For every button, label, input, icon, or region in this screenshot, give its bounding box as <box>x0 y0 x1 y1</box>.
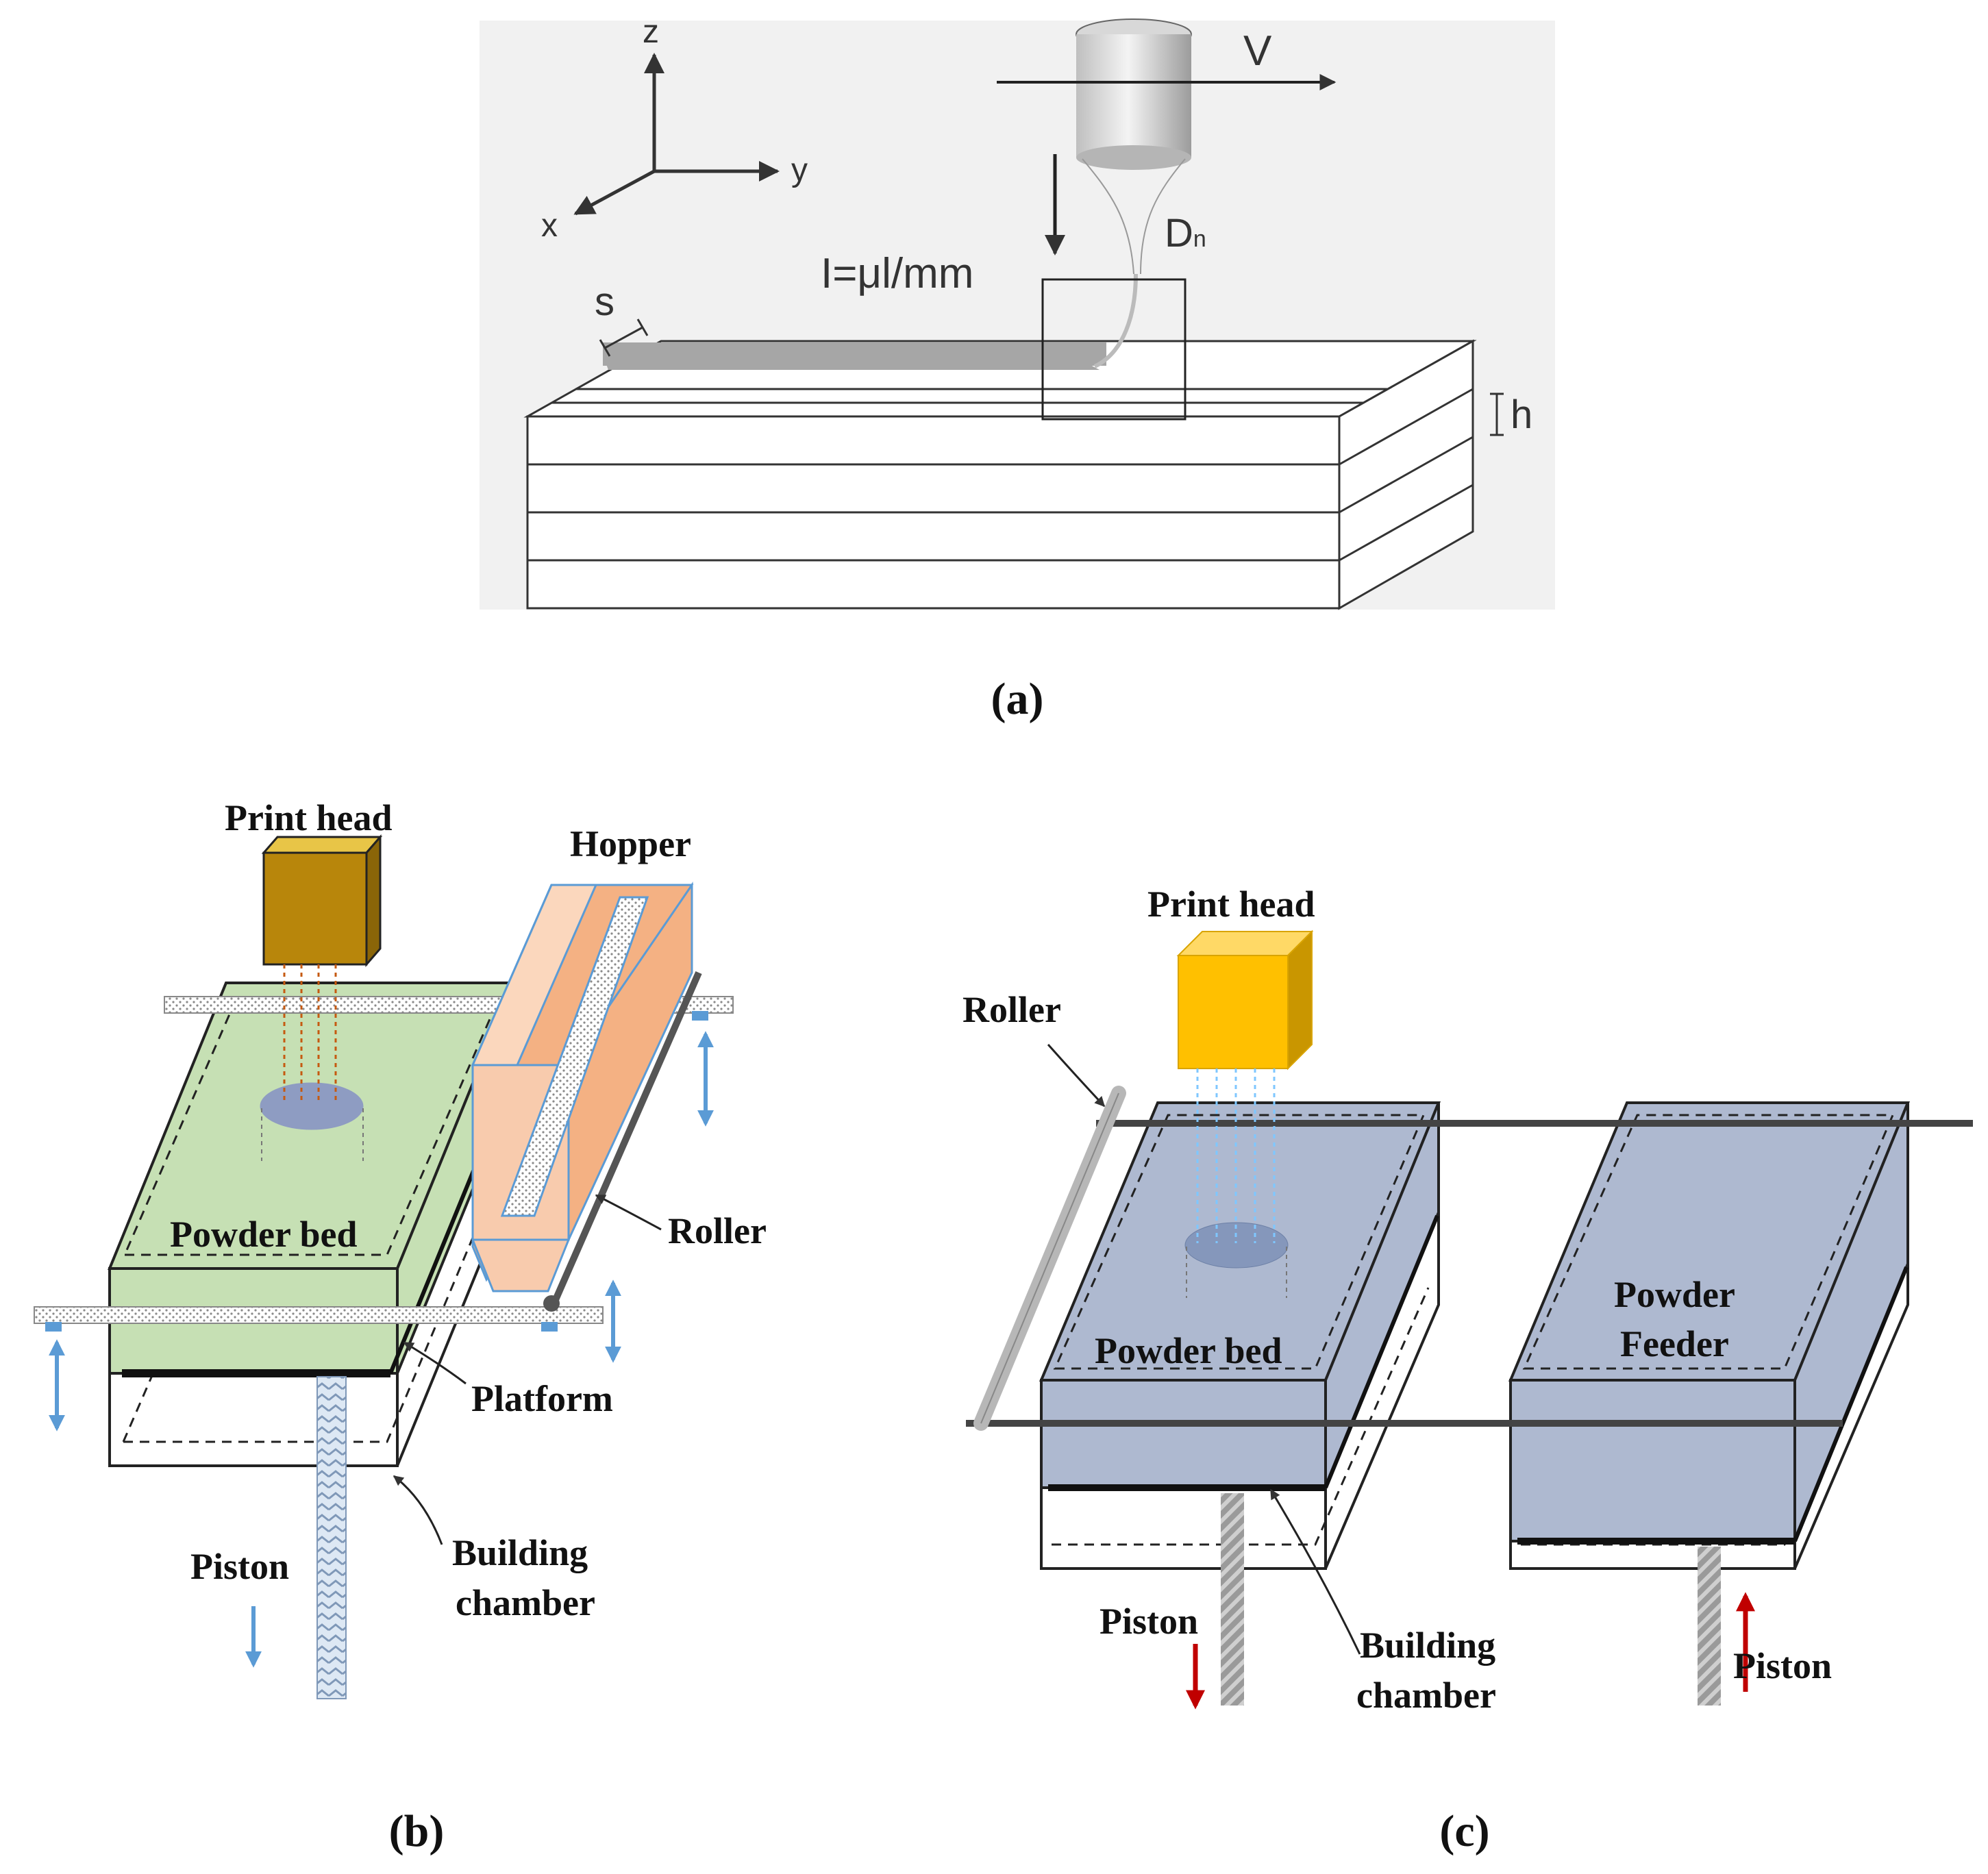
piston-rod-c-left <box>1221 1493 1244 1706</box>
axis-z-label: z <box>643 14 659 50</box>
coordinate-axes <box>573 53 780 216</box>
print-spot-guides <box>261 1108 364 1161</box>
print-head-b <box>261 834 383 968</box>
print-spot-b <box>260 1082 364 1130</box>
velocity-label: V <box>1243 27 1272 75</box>
layer-lines <box>527 388 1474 562</box>
nozzle-diameter-main: D <box>1165 211 1193 255</box>
panel-c-caption: (c) <box>1439 1806 1489 1856</box>
print-spot-guides-c <box>1186 1247 1287 1298</box>
rail-bracket-3 <box>692 1011 708 1021</box>
pointer-lines-b <box>393 1194 662 1545</box>
axis-y-label: y <box>791 152 808 188</box>
piston-label-b: Piston <box>190 1546 289 1587</box>
motion-arrows-b <box>49 1031 714 1668</box>
roller-label-c: Roller <box>962 989 1061 1030</box>
panel-a: z y x <box>480 14 1555 724</box>
panel-b-caption: (b) <box>389 1806 445 1856</box>
bottom-rail-b <box>34 1306 604 1324</box>
axis-x-label: x <box>541 208 558 244</box>
powder-feeder-label-line1: Powder <box>1614 1274 1735 1315</box>
powder-feeder-label-line2: Feeder <box>1620 1323 1729 1364</box>
piston-label-c-right: Piston <box>1733 1645 1832 1686</box>
hopper-label: Hopper <box>570 823 691 864</box>
building-chamber-label-c-line2: chamber <box>1356 1675 1496 1716</box>
spacing-dimension <box>599 318 649 357</box>
building-chamber-label-b-line1: Building <box>452 1532 588 1573</box>
rail-bracket-2 <box>541 1322 558 1332</box>
powder-bed-label-b: Powder bed <box>170 1214 358 1255</box>
print-spot-c <box>1184 1222 1289 1269</box>
layer-height-label: h <box>1511 392 1532 437</box>
building-chamber-label-b-line2: chamber <box>456 1582 595 1623</box>
spacing-label: s <box>595 279 614 324</box>
nozzle-diameter-sub: n <box>1193 226 1206 252</box>
powder-bed-green <box>108 982 516 1377</box>
print-head-label-b: Print head <box>225 797 393 838</box>
powder-feeder <box>1508 1101 1910 1545</box>
panel-a-caption: (a) <box>991 674 1044 724</box>
zoom-box <box>1041 278 1186 421</box>
hopper <box>471 882 702 1312</box>
piston-rod-c-right <box>1698 1547 1721 1706</box>
piston-rod-b <box>316 1376 347 1699</box>
pointer-lines-c <box>1047 1044 1361 1655</box>
roller-label-b: Roller <box>668 1210 767 1251</box>
nozzle <box>1076 18 1192 368</box>
powder-bed-label-c: Powder bed <box>1095 1330 1282 1371</box>
rail-bracket-1 <box>45 1322 62 1332</box>
extrusion-rate-label: I=μl/mm <box>821 250 973 297</box>
piston-label-c-left: Piston <box>1099 1601 1198 1642</box>
nozzle-diameter-label: Dn <box>1165 211 1206 255</box>
print-head-label-c: Print head <box>1147 884 1315 925</box>
layered-block <box>523 339 1477 610</box>
jet-lines-b <box>283 964 337 1104</box>
platform-label: Platform <box>471 1378 613 1419</box>
panel-b: Print head Hopper Powder bed Roller Plat… <box>34 797 767 1856</box>
layer-height-dimension <box>1490 392 1504 436</box>
building-chamber-label-c-line1: Building <box>1360 1625 1495 1666</box>
panel-c: Print head Roller Powder bed Powder Feed… <box>962 884 1973 1856</box>
print-head-c <box>1176 929 1314 1071</box>
